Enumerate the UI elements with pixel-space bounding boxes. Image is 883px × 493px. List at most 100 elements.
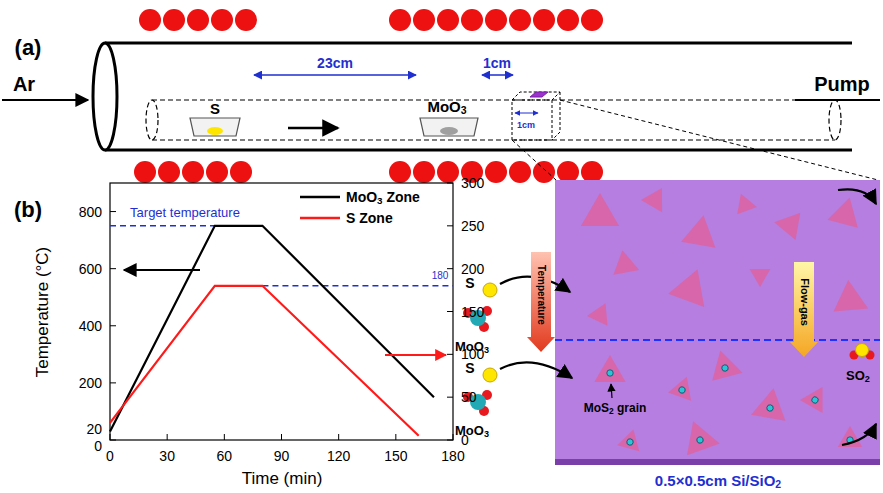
substrate-illustration bbox=[750, 260, 776, 287]
gas-arrow bbox=[795, 99, 880, 101]
tick-label: 300 bbox=[461, 176, 484, 190]
panel-letter: (a) bbox=[15, 37, 42, 59]
furnace-tube bbox=[105, 42, 852, 45]
substrate-cube bbox=[512, 92, 560, 140]
heater-coil bbox=[533, 9, 555, 31]
substrate-illustration bbox=[766, 404, 773, 411]
heater-coil bbox=[413, 161, 435, 183]
boat bbox=[190, 118, 240, 136]
substrate-illustration bbox=[617, 427, 644, 452]
substrate-illustration bbox=[838, 189, 876, 204]
pump-label: Pump bbox=[814, 74, 870, 94]
tick-label: 180 bbox=[441, 449, 464, 463]
heater-coil bbox=[158, 161, 180, 183]
inner-tube bbox=[146, 100, 158, 140]
temperature-chart bbox=[110, 183, 453, 440]
temperature-chart bbox=[110, 268, 116, 269]
tick-label: 60 bbox=[217, 449, 233, 463]
heater-coil bbox=[230, 161, 252, 183]
tick-label: 0 bbox=[94, 439, 102, 453]
substrate-illustration bbox=[594, 355, 625, 382]
tick-label: 200 bbox=[461, 262, 484, 276]
arrow-label: Temperature bbox=[536, 265, 546, 325]
temperature-chart bbox=[447, 183, 453, 184]
heater-coil bbox=[437, 161, 459, 183]
inner-tube bbox=[146, 100, 841, 140]
substrate-illustration bbox=[731, 190, 757, 214]
zoom-line bbox=[560, 100, 878, 180]
species-label: S bbox=[465, 276, 474, 290]
species-label: MoO3 bbox=[455, 340, 489, 353]
boat bbox=[440, 127, 458, 135]
tick-label: 150 bbox=[461, 305, 484, 319]
temperature-chart bbox=[224, 434, 225, 440]
legend-swatch bbox=[300, 196, 340, 199]
legend-swatch bbox=[300, 194, 340, 200]
heater-coil bbox=[581, 161, 603, 183]
substrate-illustration bbox=[681, 212, 720, 248]
substrate-illustration bbox=[617, 427, 644, 452]
tick-label: 120 bbox=[327, 449, 350, 463]
substrate-cube bbox=[530, 92, 548, 97]
substrate-illustration bbox=[668, 263, 715, 307]
substrate-caption: 0.5×0.5cm Si/SiO2 bbox=[655, 473, 781, 488]
substrate-illustration bbox=[483, 368, 497, 382]
temperature-arrow: Temperature bbox=[527, 252, 555, 352]
grain-label: MoS2 grain bbox=[584, 402, 647, 414]
source-label: S bbox=[210, 101, 220, 116]
temperature-chart bbox=[110, 382, 116, 383]
heater-coil bbox=[413, 9, 435, 31]
substrate-illustration bbox=[483, 368, 497, 382]
tick-label: 200 bbox=[79, 376, 102, 390]
heater-coil bbox=[182, 161, 204, 183]
legend-label: MoO3 Zone bbox=[346, 189, 420, 205]
substrate-illustration bbox=[587, 298, 616, 325]
tick-label: 400 bbox=[79, 319, 102, 333]
heater-coil bbox=[163, 9, 185, 31]
dimension-arrow bbox=[515, 113, 538, 114]
substrate-illustration bbox=[831, 279, 868, 312]
arrow-label: Flow-gas bbox=[799, 278, 810, 326]
substrate-illustration bbox=[828, 194, 865, 228]
legend-label: S Zone bbox=[346, 210, 393, 226]
heater-coil bbox=[437, 9, 459, 31]
boat bbox=[190, 118, 478, 136]
heater-coil bbox=[485, 9, 507, 31]
temperature-chart bbox=[338, 434, 339, 440]
heater-coil bbox=[461, 9, 483, 31]
substrate-illustration bbox=[610, 248, 640, 275]
boat bbox=[207, 127, 223, 135]
heater-coil bbox=[557, 9, 579, 31]
source-label: MoO3 bbox=[427, 99, 466, 114]
furnace-tube bbox=[105, 149, 852, 152]
temperature-chart bbox=[110, 183, 453, 440]
temperature-chart bbox=[110, 440, 116, 441]
furnace-tube bbox=[93, 43, 852, 150]
temperature-chart bbox=[110, 434, 111, 440]
flow-gas-arrow: Flow-gas bbox=[790, 262, 818, 357]
temperature-chart bbox=[262, 285, 453, 287]
species-label: SO2 bbox=[846, 369, 870, 382]
substrate-illustration bbox=[705, 347, 742, 381]
substrate-illustration bbox=[774, 204, 811, 240]
heater-coil bbox=[509, 9, 531, 31]
substrate-illustration bbox=[856, 344, 869, 357]
substrate-illustration bbox=[555, 459, 880, 465]
temperature-chart bbox=[395, 434, 396, 440]
temperature-chart bbox=[385, 354, 446, 356]
substrate-illustration bbox=[483, 283, 497, 297]
tick-label: 250 bbox=[461, 219, 484, 233]
substrate: MoS2 grain0.5×0.5cm Si/SiO2Flow-gas bbox=[555, 180, 880, 465]
gas-label: Ar bbox=[13, 74, 35, 94]
arrow-shape bbox=[527, 252, 555, 352]
temperature-chart bbox=[124, 269, 200, 271]
substrate-illustration bbox=[611, 384, 612, 398]
substrate-illustration bbox=[800, 380, 834, 413]
dimension-arrow bbox=[254, 74, 416, 76]
tick-label: 800 bbox=[79, 205, 102, 219]
substrate-illustration bbox=[555, 339, 880, 341]
heater-coil bbox=[485, 161, 507, 183]
heater-coil bbox=[235, 9, 257, 31]
target-label: Target temperature bbox=[130, 206, 240, 219]
boat bbox=[420, 118, 478, 136]
